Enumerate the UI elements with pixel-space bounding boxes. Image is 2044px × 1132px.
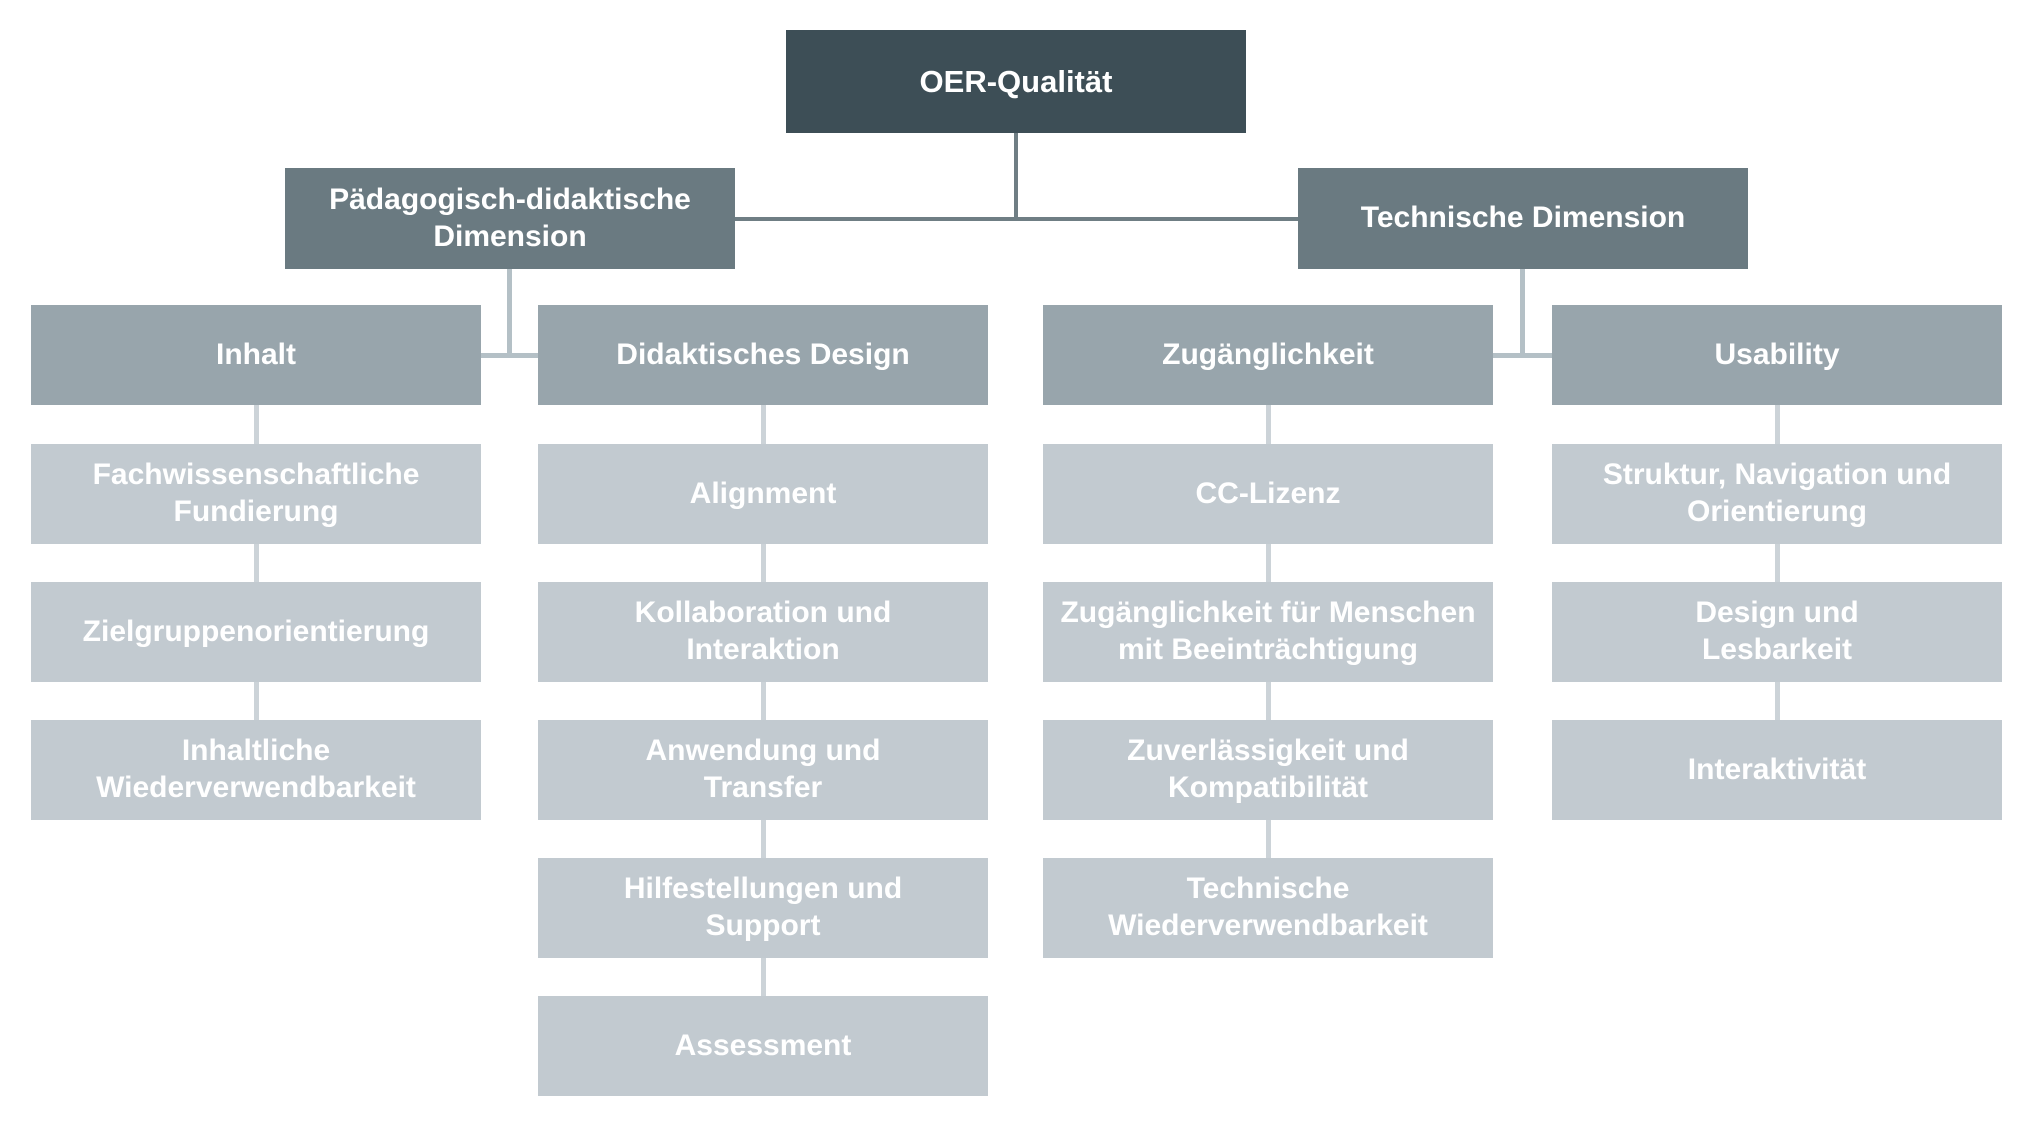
connector-root-vertical [1014,133,1018,221]
item-node: Anwendung und Transfer [538,720,988,820]
item-node: Fachwissenschaftliche Fundierung [31,444,481,544]
item-node: Kollaboration und Interaktion [538,582,988,682]
connector-dim0-vertical [507,269,512,357]
item-node: Zuverlässigkeit und Kompatibilität [1043,720,1493,820]
item-node: Interaktivität [1552,720,2002,820]
connector-col1-stub [761,820,766,858]
item-node: CC-Lizenz [1043,444,1493,544]
connector-col1-stub [761,958,766,996]
connector-dim0-horizontal [481,353,538,358]
category-node-inhalt: Inhalt [31,305,481,405]
connector-col0-stub [254,544,259,582]
root-node-oer-qualitaet: OER-Qualität [786,30,1246,133]
item-node: Struktur, Navigation und Orientierung [1552,444,2002,544]
category-node-didaktisches-design: Didaktisches Design [538,305,988,405]
connector-col0-stub [254,682,259,720]
item-node: Assessment [538,996,988,1096]
dimension-node-technisch: Technische Dimension [1298,168,1748,269]
item-node: Hilfestellungen und Support [538,858,988,958]
item-node: Zielgruppenorientierung [31,582,481,682]
dimension-node-paedagogisch-didaktisch: Pädagogisch-didaktische Dimension [285,168,735,269]
connector-dim1-vertical [1520,269,1525,357]
category-node-usability: Usability [1552,305,2002,405]
connector-col2-stub [1266,820,1271,858]
connector-root-horizontal [735,217,1298,221]
connector-col2-stub [1266,405,1271,444]
connector-dim1-horizontal [1493,353,1552,358]
connector-col1-stub [761,405,766,444]
connector-col2-stub [1266,682,1271,720]
connector-col3-stub [1775,544,1780,582]
item-node: Design und Lesbarkeit [1552,582,2002,682]
item-node: Technische Wiederverwendbarkeit [1043,858,1493,958]
connector-col1-stub [761,544,766,582]
connector-col0-stub [254,405,259,444]
item-node: Inhaltliche Wiederverwendbarkeit [31,720,481,820]
connector-col1-stub [761,682,766,720]
connector-col3-stub [1775,682,1780,720]
item-node: Alignment [538,444,988,544]
connector-col2-stub [1266,544,1271,582]
connector-col3-stub [1775,405,1780,444]
item-node: Zugänglichkeit für Menschen mit Beeinträ… [1043,582,1493,682]
category-node-zugaenglichkeit: Zugänglichkeit [1043,305,1493,405]
